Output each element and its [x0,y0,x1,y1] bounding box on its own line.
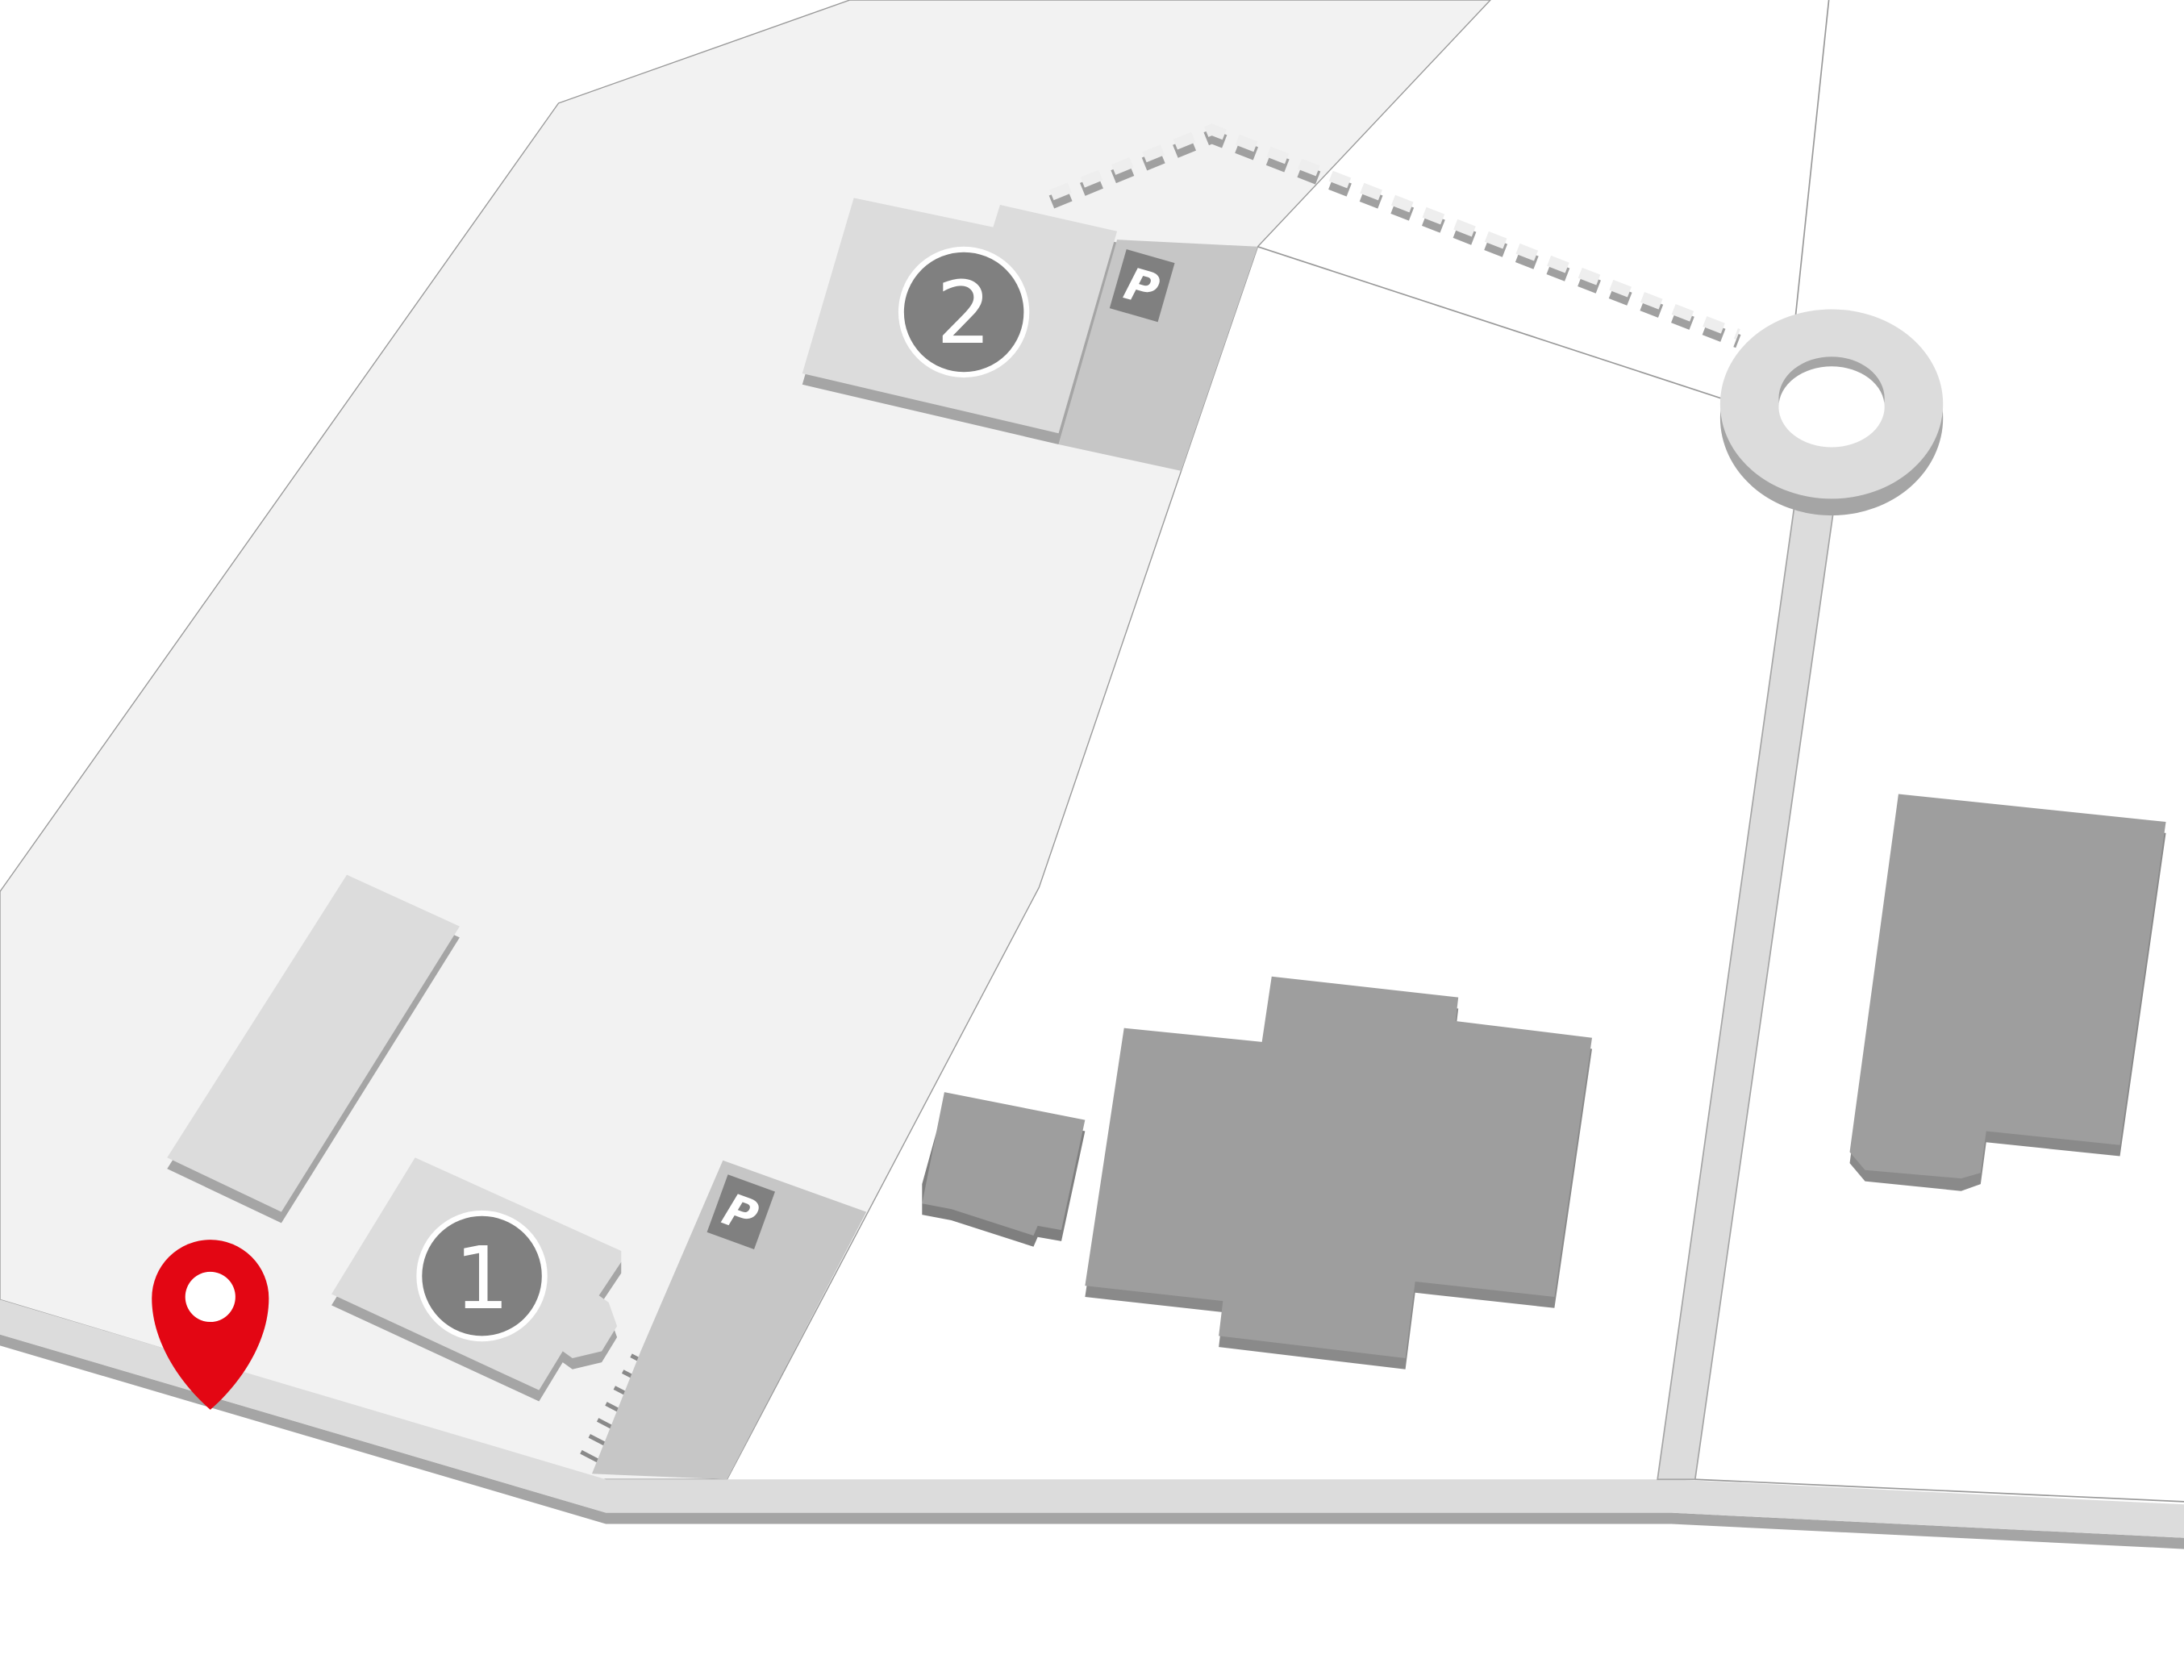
walkway-dotted [1049,123,1740,340]
building-dark-large [1085,976,1593,1358]
parking-1[interactable] [591,1160,867,1480]
path-line [1257,245,1722,399]
building-dark-right [1849,794,2166,1179]
parking-sign-1: P [706,1174,775,1249]
map-pin-icon[interactable] [152,1240,269,1410]
building-light [167,874,460,1212]
marker-label: 1 [454,1229,509,1329]
roundabout-center [1778,366,1885,448]
marker-building-2[interactable]: 2 [898,246,1030,378]
side-road [1657,498,1836,1481]
main-road [0,1299,2184,1538]
walkway-dotted [1048,129,1741,348]
parking-sign-2: P [1109,249,1175,323]
parking-2[interactable] [1058,240,1258,471]
marker-building-1[interactable]: 1 [416,1210,548,1342]
path-line [1694,1478,2184,1503]
path-line [1794,0,1830,318]
building-dark-small [922,1092,1086,1236]
road-shadow [0,1334,2184,1549]
marker-label: 2 [936,264,991,364]
